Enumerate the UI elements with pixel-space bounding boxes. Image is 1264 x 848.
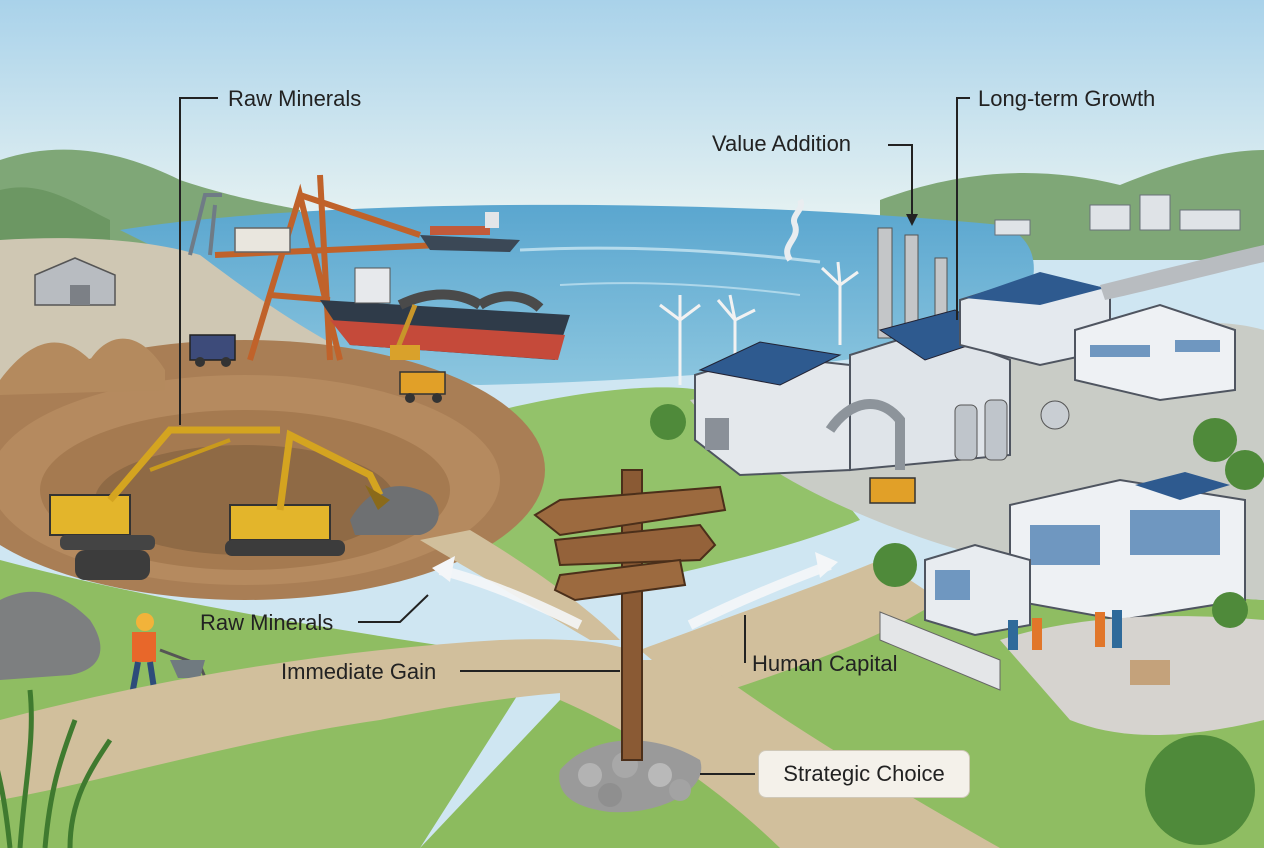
gravel-pile-left [0, 591, 101, 680]
factory-main [694, 309, 1070, 504]
leader-long-term-growth [956, 97, 970, 320]
campus-buildings [924, 472, 1246, 637]
arrow-to-industry [687, 560, 832, 630]
label-human-capital: Human Capital [752, 651, 898, 676]
label-leader-lines [179, 97, 970, 775]
excavator-left [49, 426, 280, 580]
bulk-carrier-ship [320, 267, 570, 360]
sea-glare [519, 246, 821, 264]
crane-container [234, 227, 291, 253]
highway [1100, 245, 1264, 300]
road-right [640, 560, 940, 700]
dock-cranes-far [188, 193, 222, 256]
distant-city [994, 194, 1241, 236]
label-value-addition: Value Addition [712, 131, 852, 156]
label-immediate-gain: Immediate Gain [281, 659, 437, 684]
leader-raw-minerals-bottom [358, 594, 429, 623]
trees [650, 404, 1264, 845]
warehouse [34, 257, 116, 306]
road-left [0, 639, 630, 800]
signpost [533, 469, 727, 813]
leader-value-addition [888, 144, 913, 222]
label-raw-minerals-bottom: Raw Minerals [200, 610, 334, 635]
label-raw-minerals-top: Raw Minerals [228, 86, 362, 111]
dump-truck-port [399, 371, 446, 403]
arrow-to-mine [438, 565, 583, 630]
label-long-term-growth: Long-term Growth [978, 86, 1156, 111]
cargo-ship-far [420, 212, 520, 252]
leader-raw-minerals-top [179, 97, 218, 425]
workers-group [1008, 610, 1170, 685]
conveyor-loader [390, 304, 420, 360]
dirt-mounds [0, 338, 165, 395]
campus-wall [879, 611, 1001, 691]
road-top [420, 530, 620, 640]
reeds [0, 689, 113, 848]
office-building-right [1074, 303, 1236, 402]
label-strategic-choice: Strategic Choice [758, 750, 970, 798]
truck-blue [189, 334, 236, 367]
excavator-right [225, 429, 390, 556]
